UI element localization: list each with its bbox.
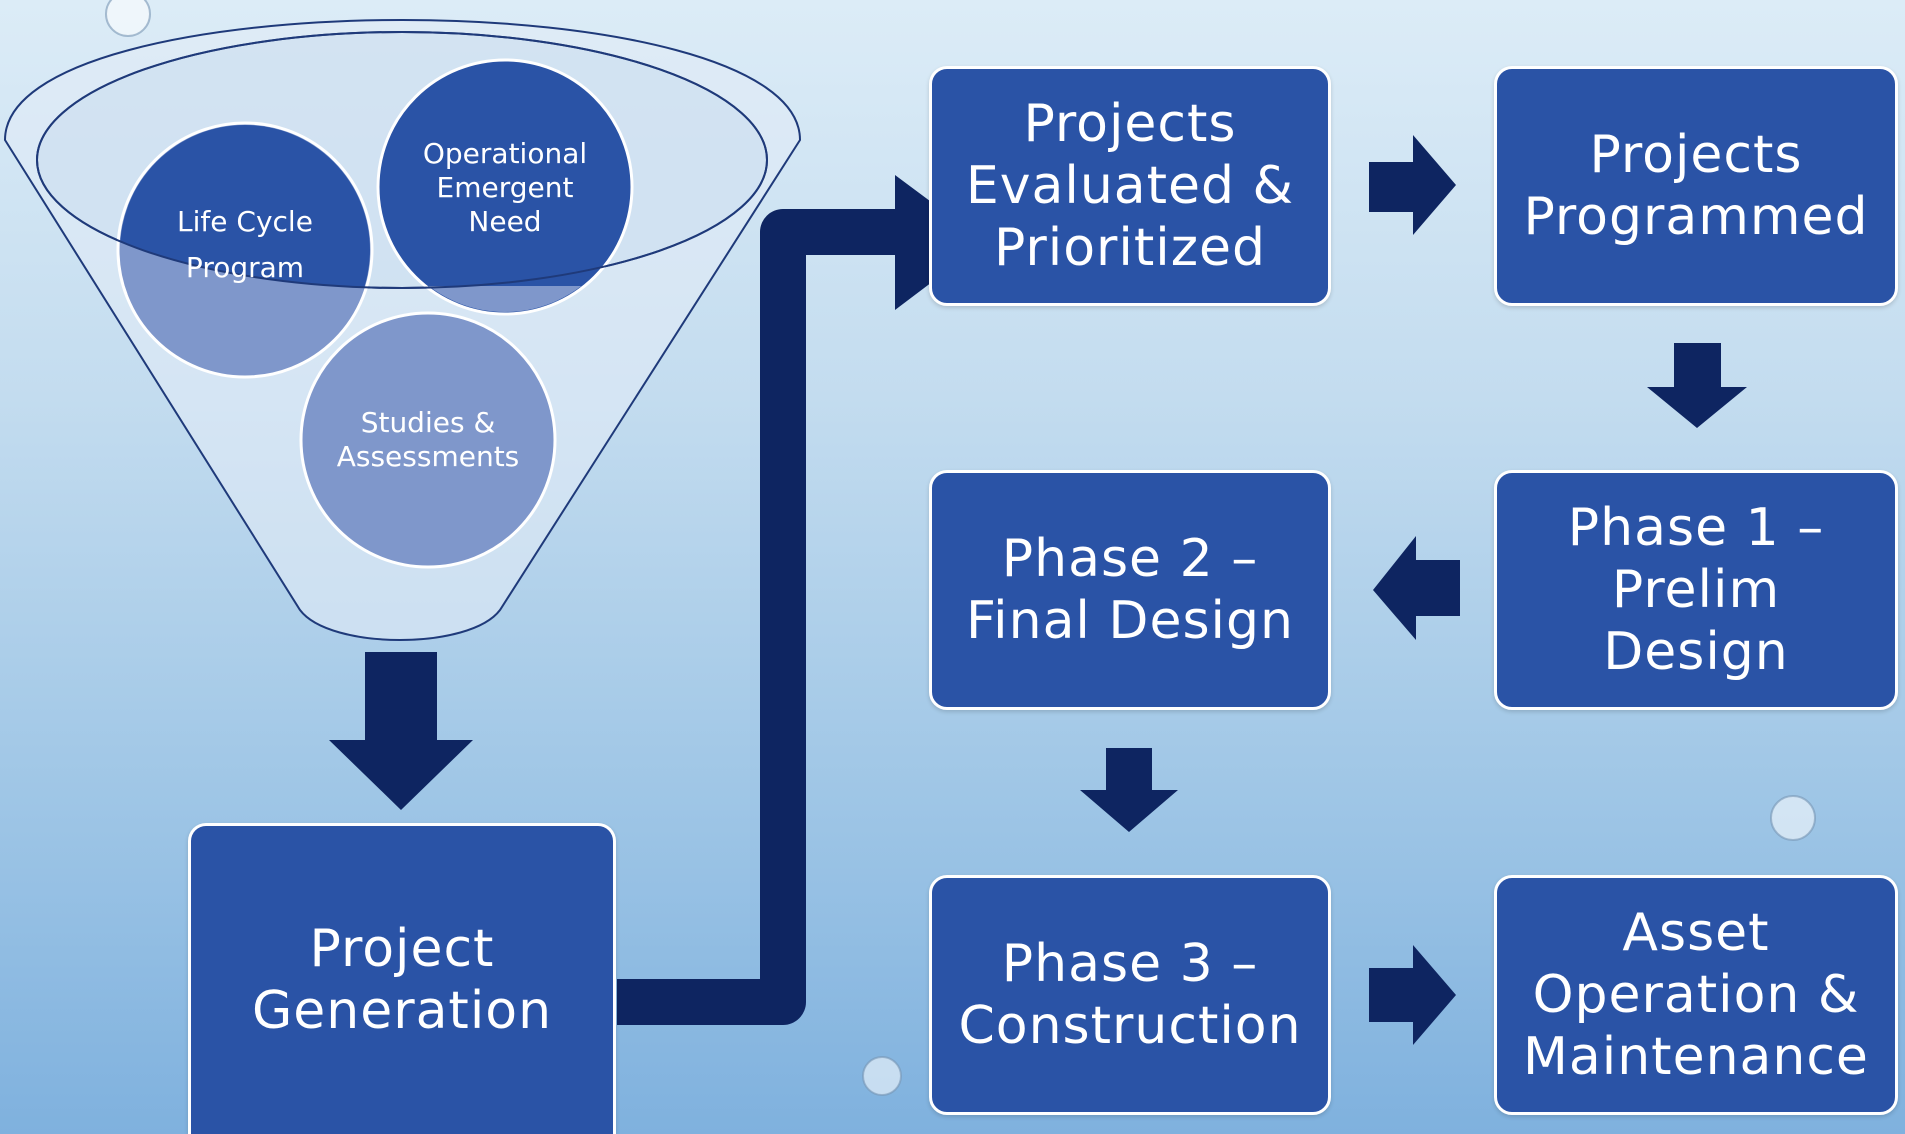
- project-generation-box: Project Generation: [188, 823, 616, 1134]
- phase1-box: Phase 1 – Prelim Design: [1494, 470, 1898, 710]
- decorative-droplets: [105, 0, 1816, 1096]
- funnel-rim: [36, 31, 768, 289]
- phase2-box: Phase 2 – Final Design: [929, 470, 1331, 710]
- life-cycle-label: Life Cycle Program: [177, 205, 313, 284]
- arrow-generation-to-evaluated: [617, 209, 900, 1025]
- phase3-box: Phase 3 – Construction: [929, 875, 1331, 1115]
- asset-om-box: Asset Operation & Maintenance: [1494, 875, 1898, 1115]
- arrow-programmed-to-phase1: [1647, 343, 1747, 428]
- projects-evaluated-box: Projects Evaluated & Prioritized: [929, 66, 1331, 306]
- operational-need-circle: [376, 58, 634, 316]
- projects-programmed-box: Projects Programmed: [1494, 66, 1898, 306]
- life-cycle-circle-overlap: [120, 125, 370, 288]
- arrow-phase2-to-phase3: [1080, 748, 1178, 832]
- studies-label: Studies & Assessments: [336, 406, 520, 473]
- studies-circle: [299, 311, 557, 569]
- arrow-funnel-down: [329, 652, 473, 810]
- arrow-phase3-to-asset: [1369, 945, 1456, 1045]
- arrow-phase1-to-phase2: [1373, 536, 1460, 640]
- arrow-evaluated-to-programmed: [1369, 135, 1456, 235]
- operational-need-label: Operational Emergent Need: [422, 136, 588, 238]
